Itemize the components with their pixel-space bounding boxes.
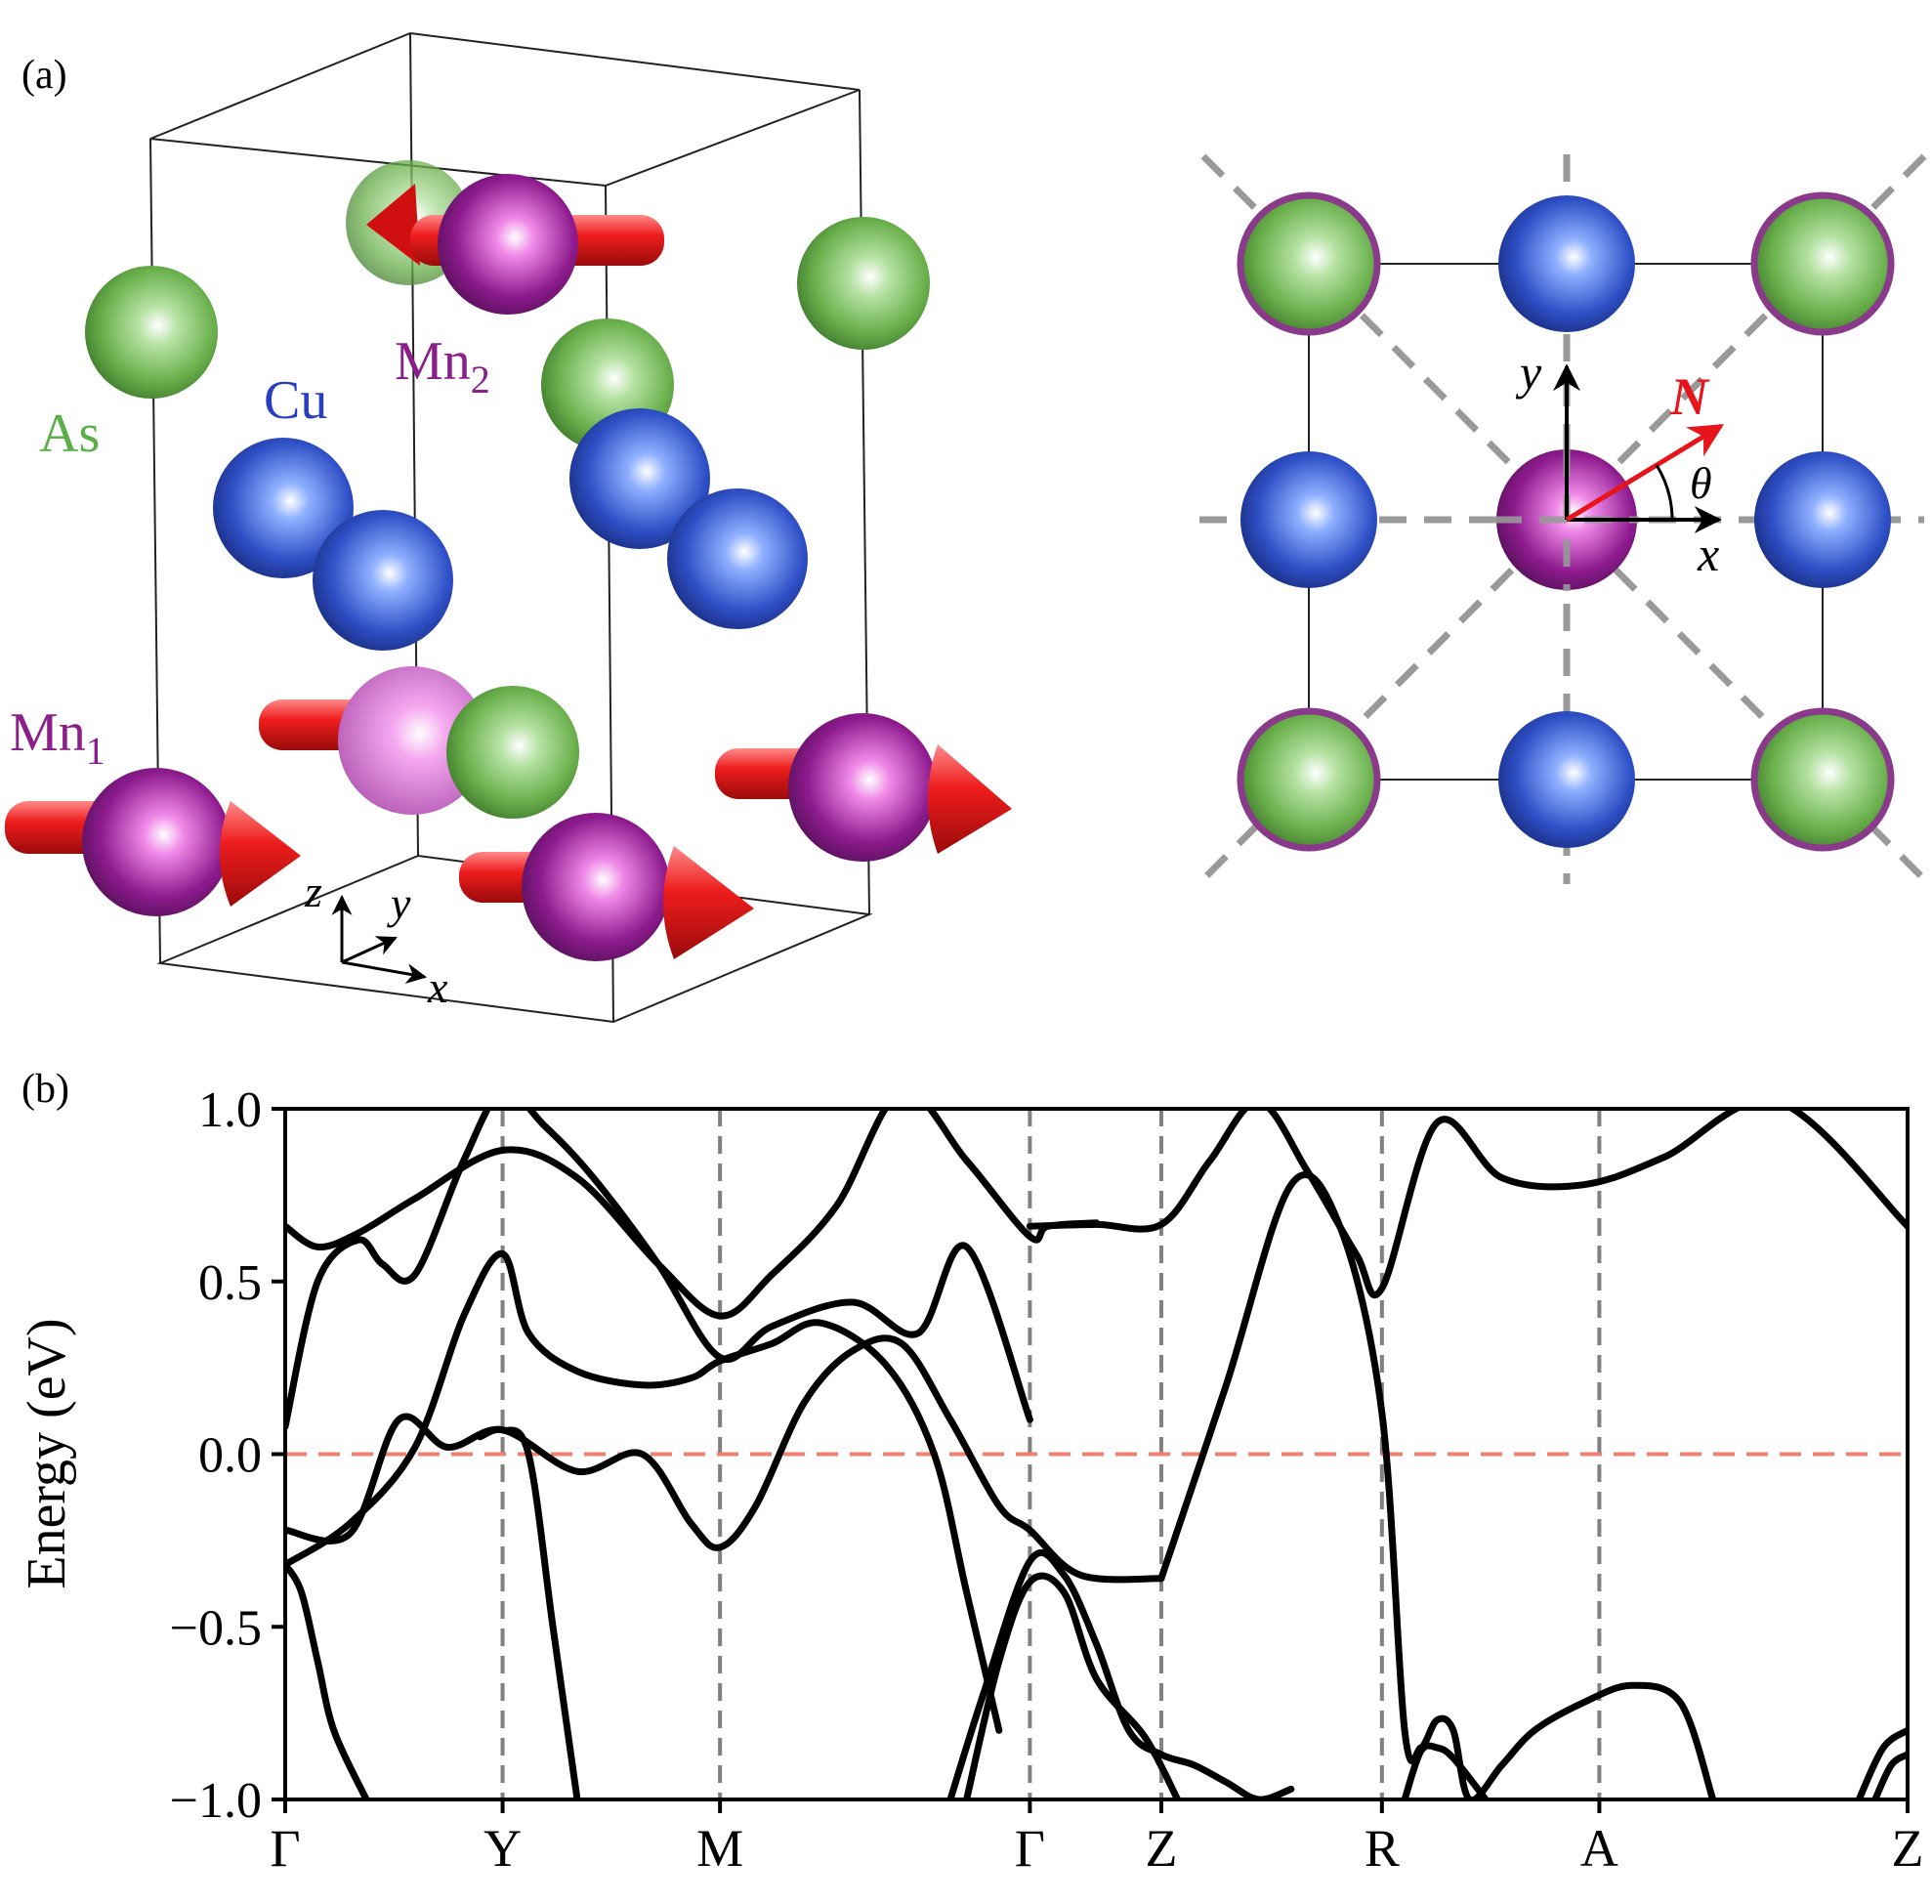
x-tick-label: Z: [1892, 1819, 1924, 1878]
y-tick-label: −0.5: [170, 1600, 262, 1656]
x-tick-label: Γ: [1015, 1819, 1045, 1878]
cu-atom: [569, 408, 710, 549]
x-tick-label: A: [1580, 1819, 1618, 1878]
cu-label: Cu: [264, 370, 327, 431]
band-line: [963, 1572, 1182, 1799]
band-line: [1157, 1171, 1717, 1799]
moment-arrowhead: [928, 744, 1012, 854]
mn-as-corner-atom: [1750, 191, 1895, 336]
mn-atom: [788, 713, 937, 862]
panel-a: (a): [5, 31, 1927, 1024]
neel-vector-label: N: [1669, 367, 1710, 426]
moment-arrowhead: [220, 801, 301, 907]
cu-atom: [1754, 451, 1891, 588]
y-tick-label: 0.5: [198, 1255, 262, 1311]
mn-atom: [438, 174, 578, 315]
y-axis-label: y: [387, 878, 411, 928]
topview-y-label: y: [1515, 345, 1542, 400]
as-atom: [85, 266, 218, 399]
cu-atom: [1240, 451, 1377, 588]
mn-as-corner-atom: [1237, 707, 1381, 852]
cu-atom: [1498, 711, 1635, 848]
panel-b-label: (b): [21, 1067, 69, 1112]
y-tick-label: 0.0: [198, 1428, 262, 1484]
cu-atom: [213, 438, 354, 578]
topview-x-label: x: [1697, 527, 1719, 581]
mn-atom: [522, 813, 670, 961]
as-atom: [446, 686, 579, 819]
moment-arrowhead: [366, 184, 420, 266]
x-axis-arrow: [341, 960, 428, 985]
y-axis-arrow: [341, 936, 398, 964]
cu-atom: [313, 510, 453, 651]
band-line: [946, 1548, 1295, 1799]
band-line: [476, 1425, 581, 1799]
mn1-label: Mn1: [10, 702, 105, 773]
y-ticks: 1.0 0.5 0.0 −0.5 −1.0: [170, 1082, 285, 1829]
mn-as-corner-atom: [1750, 707, 1895, 852]
x-tick-label: Γ: [270, 1819, 300, 1878]
z-axis-label: z: [304, 867, 322, 916]
axes-triad: [331, 894, 428, 985]
y-tick-label: 1.0: [198, 1082, 262, 1138]
x-axis-label: x: [427, 962, 448, 1012]
angle-label: θ: [1690, 458, 1712, 508]
cu-atom: [1498, 195, 1635, 332]
as-atom: [797, 217, 930, 350]
moment-arrowhead: [663, 846, 754, 959]
band-line: [1401, 1742, 1490, 1799]
band-line: [285, 1109, 1033, 1430]
top-view: y x N θ: [1199, 153, 1927, 884]
x-tick-label: Y: [483, 1819, 522, 1878]
band-line: [285, 1249, 1003, 1734]
band-line: [285, 1561, 370, 1799]
angle-arc: [1655, 464, 1674, 521]
x-tick-label: M: [696, 1819, 743, 1878]
band-line: [1855, 1726, 1908, 1799]
panel-b: (b) 1.0 0.5 0.0 −0.5 −1.0 Γ Y M Γ Z R A Z Energy (e…: [17, 1067, 1924, 1878]
mn-atom: [338, 666, 486, 815]
y-tick-label: −1.0: [170, 1773, 262, 1829]
bands-layer: [285, 1109, 1908, 1799]
as-label: As: [39, 403, 100, 464]
y-axis-title: Energy (eV): [17, 1318, 77, 1588]
band-line: [1026, 1109, 1908, 1299]
band-line: [285, 1334, 1165, 1584]
mn-atom: [82, 768, 231, 916]
x-tick-label: Z: [1145, 1819, 1177, 1878]
band-line: [285, 1109, 1100, 1320]
atoms-3d: [5, 160, 1012, 961]
neel-vector-arrow: [1565, 423, 1724, 523]
x-tick-label: R: [1365, 1819, 1400, 1878]
panel-a-label: (a): [21, 53, 67, 98]
cu-atom: [667, 488, 808, 629]
band-line: [1871, 1751, 1908, 1799]
mn-as-corner-atom: [1237, 191, 1381, 336]
mn2-label: Mn2: [395, 331, 490, 402]
